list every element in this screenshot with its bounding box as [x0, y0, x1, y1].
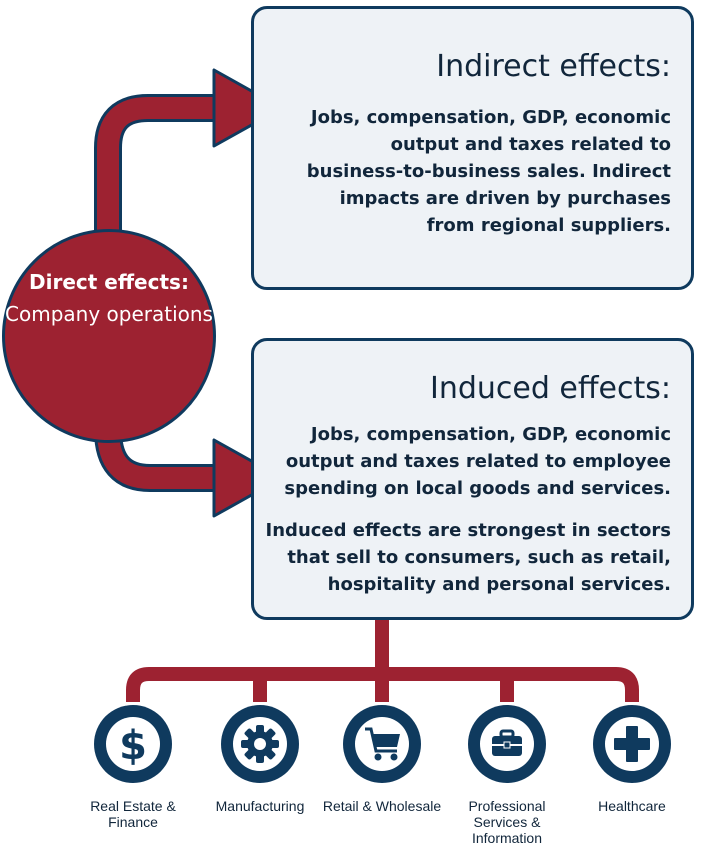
direct-effects-subtitle: Company operations [5, 302, 213, 326]
sector-tree [126, 620, 639, 702]
sector-label: Healthcare [598, 798, 666, 814]
sector-label: Professional Services & Information [468, 798, 546, 846]
induced-effects-title: Induced effects: [429, 371, 671, 406]
sector-label: Retail & Wholesale [322, 798, 442, 814]
dollar-icon: $ [94, 705, 172, 783]
sector-healthcare: Healthcare [567, 704, 697, 844]
shopping-cart-icon [343, 705, 421, 783]
direct-effects-title: Direct effects: [29, 270, 189, 294]
sector-label: Manufacturing [215, 798, 305, 814]
svg-text:$: $ [119, 723, 147, 769]
sector-real-estate-finance: $ Real Estate & Finance [68, 704, 198, 844]
induced-arrowhead [212, 438, 284, 518]
induced-effects-note: Induced effects are strongest in sectors… [265, 520, 671, 595]
indirect-effects-box: Indirect effects: Jobs, compensation, GD… [251, 6, 694, 290]
sector-label: Real Estate & Finance [90, 798, 176, 830]
indirect-connector [94, 94, 225, 240]
direct-effects-circle: Direct effects: Company operations [2, 229, 216, 443]
briefcase-icon [468, 705, 546, 783]
induced-effects-text: Jobs, compensation, GDP, economic output… [284, 424, 671, 499]
induced-effects-box: Induced effects: Jobs, compensation, GDP… [251, 338, 694, 620]
sector-manufacturing: Manufacturing [195, 704, 325, 844]
sector-professional-services: Professional Services & Information [442, 704, 572, 849]
medical-cross-icon [593, 705, 671, 783]
indirect-effects-title: Indirect effects: [436, 49, 671, 84]
gear-icon [221, 705, 299, 783]
indirect-effects-text: Jobs, compensation, GDP, economic output… [306, 107, 671, 236]
indirect-arrowhead [212, 68, 284, 148]
sector-retail-wholesale: Retail & Wholesale [317, 704, 447, 844]
